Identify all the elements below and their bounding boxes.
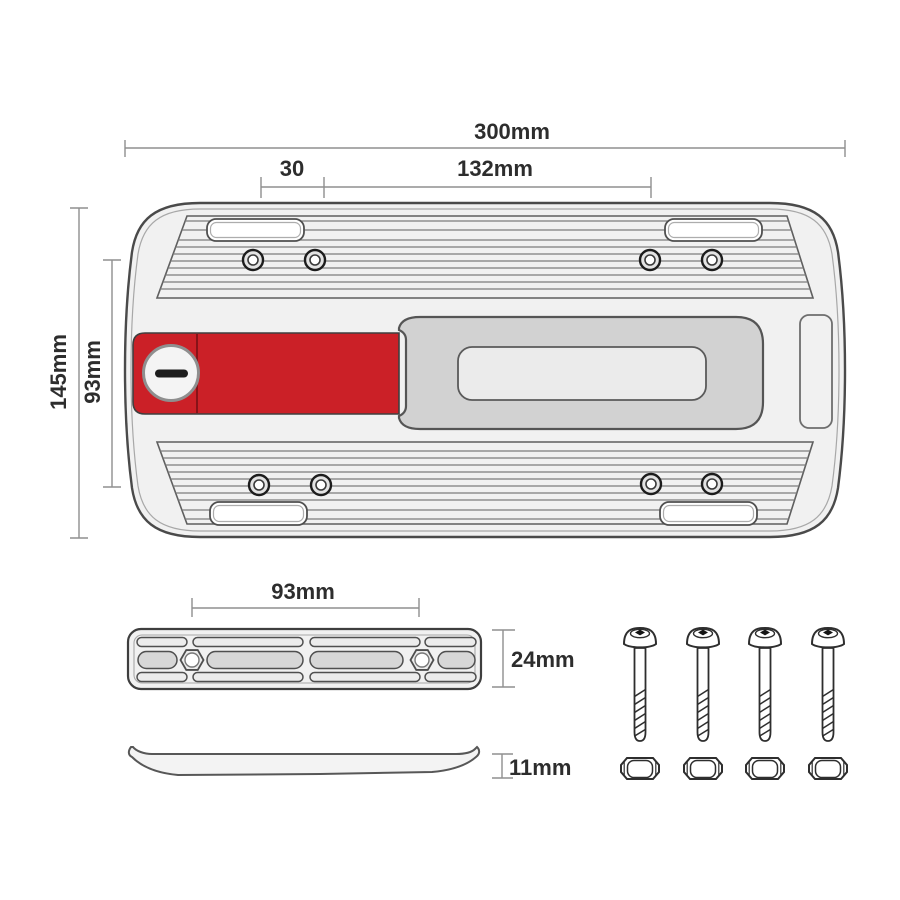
nut-icon <box>745 757 785 780</box>
rail-slot <box>309 636 421 648</box>
dimension-overall-height: 145mm <box>46 207 88 539</box>
rail-slot <box>192 636 304 648</box>
dimension-rail-span: 93mm <box>191 579 420 617</box>
screw-hole <box>303 248 327 272</box>
hex-nut-recess <box>409 649 435 671</box>
plate-top-view <box>123 201 847 539</box>
rail-slot <box>136 636 188 648</box>
slider-length-label: 132mm <box>457 156 533 181</box>
pad-thickness-label: 11mm <box>509 755 571 780</box>
lock-keyway <box>155 369 188 378</box>
screw-holes <box>241 248 724 497</box>
dimension-hole-span: 93mm <box>80 259 121 488</box>
rail-slot <box>192 671 304 683</box>
screw-hole <box>638 248 662 272</box>
screw-hole <box>309 473 333 497</box>
side-slot <box>799 314 833 429</box>
nut-icon <box>620 757 660 780</box>
rail-slot <box>424 671 477 683</box>
mounting-slot-bottom-left <box>209 501 308 526</box>
rail-slot <box>206 650 304 670</box>
rail-slot <box>424 636 477 648</box>
hole-offset-label: 30 <box>280 156 304 181</box>
screw-hole <box>700 472 724 496</box>
lock-bar <box>132 332 400 415</box>
dimension-hole-offset-and-slider: 30 132mm <box>260 156 652 198</box>
nut-icon <box>808 757 848 780</box>
mounting-slot-bottom-right <box>659 501 758 526</box>
screw-hole <box>241 248 265 272</box>
mounting-slot-top-right <box>664 218 763 242</box>
rail-slot <box>137 650 178 670</box>
rail-slot <box>309 650 404 670</box>
lock-cylinder <box>142 344 200 402</box>
rail-slots <box>136 636 477 683</box>
mounting-rail <box>126 627 483 691</box>
hole-span-label: 93mm <box>80 340 105 404</box>
screw-hole <box>639 472 663 496</box>
screw-hole <box>247 473 271 497</box>
screw-hole <box>700 248 724 272</box>
rail-span-label: 93mm <box>271 579 335 604</box>
nut-icon <box>683 757 723 780</box>
rail-slot <box>309 671 421 683</box>
overall-width-label: 300mm <box>474 119 550 144</box>
hex-nut-recess <box>179 649 205 671</box>
dimension-overall-width: 300mm <box>124 119 846 157</box>
rail-slot <box>136 671 188 683</box>
dimension-pad-thickness: 11mm <box>492 753 571 780</box>
mounting-slot-top-left <box>206 218 305 242</box>
dimension-rail-height: 24mm <box>492 629 575 688</box>
rail-slot <box>437 650 476 670</box>
overall-height-label: 145mm <box>46 334 71 410</box>
rail-height-label: 24mm <box>511 647 575 672</box>
plate-inner-bevel <box>130 208 840 532</box>
base-pad-profile <box>127 745 481 777</box>
slider-window <box>457 346 707 401</box>
